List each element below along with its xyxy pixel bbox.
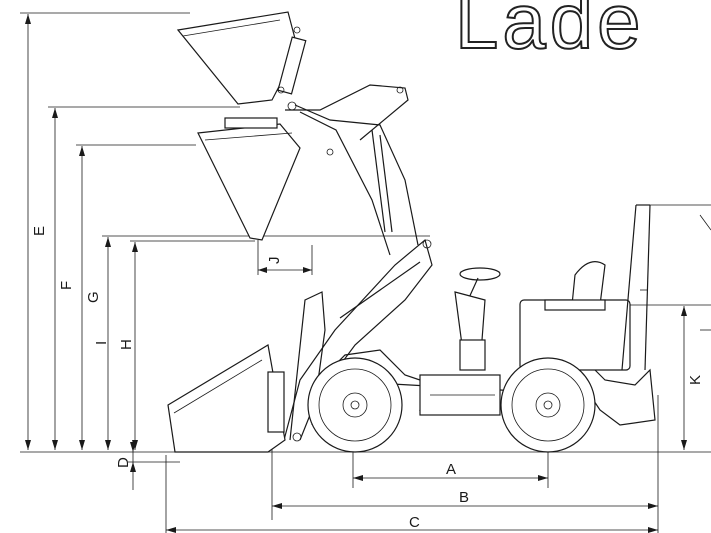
rear-wheel — [500, 357, 596, 453]
label-K: K — [687, 375, 704, 385]
label-G: G — [85, 291, 102, 303]
bucket-raised-top — [176, 11, 307, 105]
dimension-J: J — [257, 240, 313, 275]
bucket-raised-middle — [197, 117, 301, 241]
label-E: E — [31, 226, 48, 236]
steering-wheel — [454, 267, 501, 371]
dimension-B: B — [271, 395, 659, 533]
label-C: C — [409, 514, 420, 531]
operator-seat — [544, 261, 606, 311]
dimension-I: I — [93, 235, 430, 450]
dimension-G: G — [76, 144, 196, 450]
label-B: B — [459, 489, 469, 506]
brand-logo: Lade — [455, 0, 645, 65]
bucket-lowered — [167, 344, 286, 453]
dimension-F: F — [48, 106, 240, 450]
dimension-E: E — [20, 12, 190, 450]
label-D: D — [115, 457, 132, 468]
label-F: F — [58, 281, 75, 290]
front-wheel — [307, 357, 403, 453]
rollover-frame — [621, 204, 651, 371]
label-H: H — [118, 339, 135, 350]
loader-chassis — [318, 299, 656, 426]
dimension-D: D — [115, 440, 180, 490]
label-A: A — [446, 461, 456, 478]
label-I: I — [93, 341, 110, 345]
lift-arm-raised — [285, 84, 419, 256]
label-J: J — [266, 257, 283, 265]
dimension-C: C — [165, 455, 658, 533]
